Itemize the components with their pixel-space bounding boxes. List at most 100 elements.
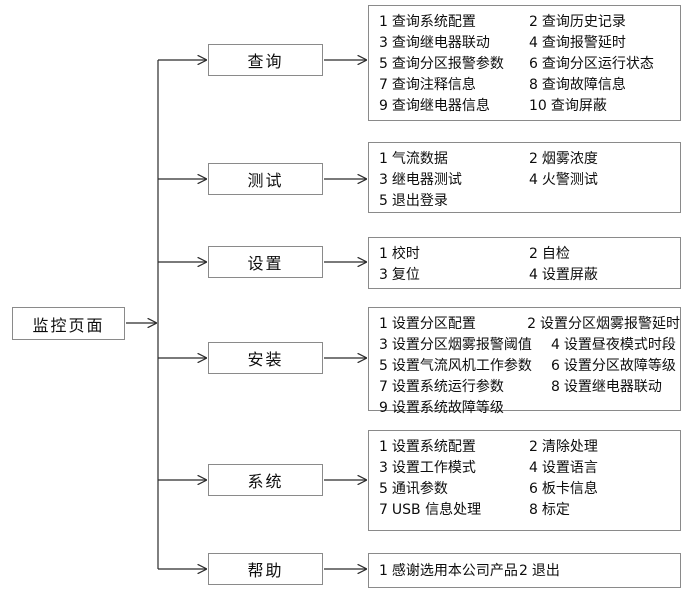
menu-item-number: 2 [529,439,538,455]
menu-item-label: 复位 [391,267,420,283]
node-category-setting-label: 设置 [247,254,284,273]
menu-item-number: 6 [529,56,538,72]
menu-item-label: 火警测试 [541,172,598,188]
menu-item-number: 1 [379,151,388,167]
node-category-help[interactable]: 帮助 [208,553,323,585]
node-category-test[interactable]: 测试 [208,163,323,195]
menu-item-label: 标定 [541,502,570,518]
menu-item-number: 6 [529,481,538,497]
menu-item-label: 设置继电器联动 [563,379,662,395]
menu-item-number: 7 [379,502,388,518]
menu-item-number: 9 [379,400,388,416]
node-root[interactable]: 监控页面 [12,307,125,340]
menu-item-label: 查询历史记录 [541,14,626,30]
menu-item-label: 设置分区故障等级 [563,358,676,374]
menu-item-label: 板卡信息 [541,481,598,497]
menu-item-label: 查询分区报警参数 [391,56,504,72]
menu-item-label: 感谢选用本公司产品 [391,563,518,579]
menu-item-number: 1 [379,439,388,455]
menu-item-number: 4 [529,460,538,476]
menu-item-label: 设置分区烟雾报警延时 [540,316,680,332]
node-category-install-label: 安装 [247,350,284,369]
node-category-install[interactable]: 安装 [208,342,323,374]
node-category-query[interactable]: 查询 [208,44,323,76]
menu-item-label: 查询屏蔽 [550,98,607,114]
node-category-setting[interactable]: 设置 [208,246,323,278]
menu-item-number: 5 [379,481,388,497]
menu-item-number: 3 [379,35,388,51]
menu-item-number: 5 [379,193,388,209]
menu-item-label: 查询继电器联动 [391,35,490,51]
menu-item-number: 4 [529,172,538,188]
menu-item-label: 查询分区运行状态 [541,56,654,72]
menu-item-label: 查询注释信息 [391,77,476,93]
menu-item-number: 9 [379,98,388,114]
menu-item-number: 5 [379,358,388,374]
menu-item-label: 退出 [531,563,560,579]
menu-item-number: 5 [379,56,388,72]
menu-item-label: 设置系统故障等级 [391,400,504,416]
menu-item-number: 4 [529,267,538,283]
menu-item-label: 校时 [391,246,420,262]
menu-item-label: 设置屏蔽 [541,267,598,283]
menu-item-number: 7 [379,77,388,93]
node-category-system-label: 系统 [247,472,284,491]
node-category-system[interactable]: 系统 [208,464,323,496]
menu-item-number: 2 [519,563,528,579]
menu-item-label: 烟雾浓度 [541,151,598,167]
menu-item-number: 3 [379,337,388,353]
